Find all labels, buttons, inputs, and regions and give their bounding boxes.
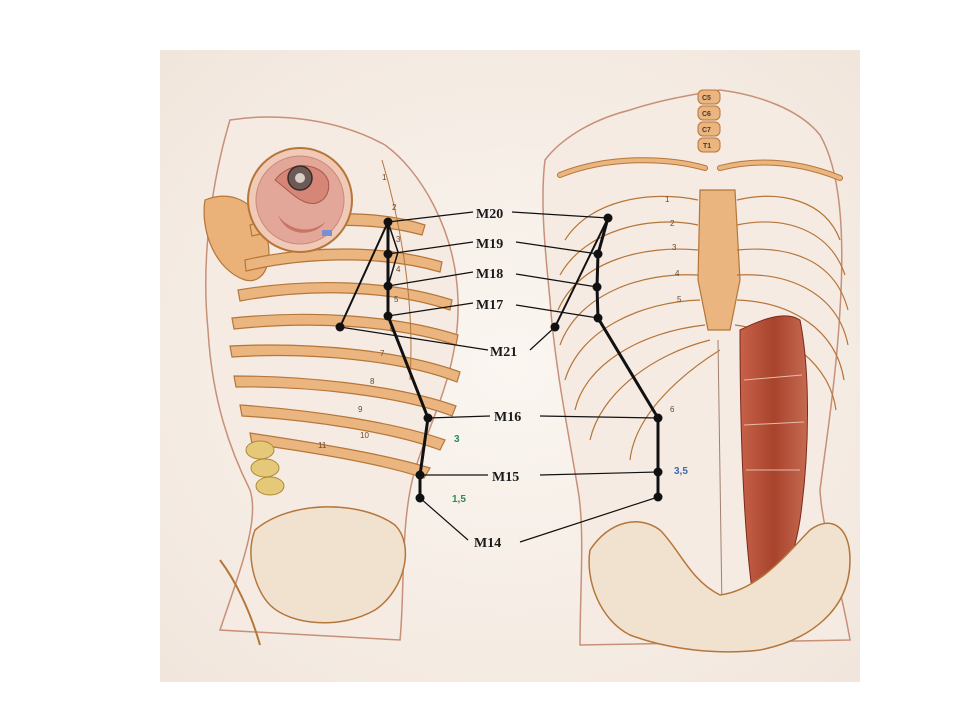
cervical-vertebrae: C5 C6 C7 T1 bbox=[697, 89, 721, 153]
svg-text:3: 3 bbox=[672, 243, 677, 252]
distance-labels: 3 1,5 3,5 bbox=[452, 434, 688, 505]
svg-text:C6: C6 bbox=[702, 111, 711, 118]
arm-cross-section bbox=[247, 147, 353, 253]
svg-text:9: 9 bbox=[358, 405, 363, 414]
svg-text:3: 3 bbox=[396, 235, 401, 244]
svg-text:4: 4 bbox=[396, 265, 401, 274]
svg-text:1: 1 bbox=[382, 173, 387, 182]
anatomy-figure: 1 2 3 4 5 6 7 8 9 10 11 C5 C6 C7 T1 bbox=[160, 50, 860, 682]
svg-text:7: 7 bbox=[380, 349, 385, 358]
svg-text:5: 5 bbox=[394, 295, 399, 304]
label-m15: M15 bbox=[492, 470, 519, 485]
svg-text:1: 1 bbox=[665, 195, 670, 204]
svg-text:2: 2 bbox=[670, 219, 675, 228]
front-rib-numbers: 1 2 3 4 5 6 bbox=[665, 195, 682, 414]
svg-text:8: 8 bbox=[370, 377, 375, 386]
label-m18: M18 bbox=[476, 267, 503, 282]
point-labels: M20 M19 M18 M17 M21 M16 M15 M14 bbox=[474, 207, 521, 551]
svg-text:10: 10 bbox=[360, 431, 369, 440]
label-m20: M20 bbox=[476, 207, 503, 222]
svg-text:11: 11 bbox=[318, 441, 327, 450]
label-m21: M21 bbox=[490, 345, 517, 360]
sternum bbox=[697, 189, 741, 331]
svg-text:4: 4 bbox=[675, 269, 680, 278]
svg-text:5: 5 bbox=[677, 295, 682, 304]
label-m19: M19 bbox=[476, 237, 503, 252]
svg-text:C7: C7 bbox=[702, 127, 711, 134]
distance-1-5: 1,5 bbox=[452, 494, 466, 505]
rectus-abdominis-muscle bbox=[739, 315, 808, 611]
label-m14: M14 bbox=[474, 536, 501, 551]
frontal-torso: C5 C6 C7 T1 bbox=[542, 89, 851, 653]
svg-text:2: 2 bbox=[392, 203, 397, 212]
distance-3: 3 bbox=[454, 434, 460, 445]
svg-text:6: 6 bbox=[670, 405, 675, 414]
svg-text:T1: T1 bbox=[703, 143, 711, 150]
svg-text:C5: C5 bbox=[702, 95, 711, 102]
lateral-torso: 1 2 3 4 5 6 7 8 9 10 11 bbox=[203, 116, 461, 646]
label-m16: M16 bbox=[494, 410, 521, 425]
distance-3-5: 3,5 bbox=[674, 466, 688, 477]
leader-lines bbox=[339, 211, 659, 543]
label-m17: M17 bbox=[476, 298, 503, 313]
frontal-pelvis bbox=[588, 521, 851, 653]
lateral-pelvis bbox=[250, 506, 407, 624]
